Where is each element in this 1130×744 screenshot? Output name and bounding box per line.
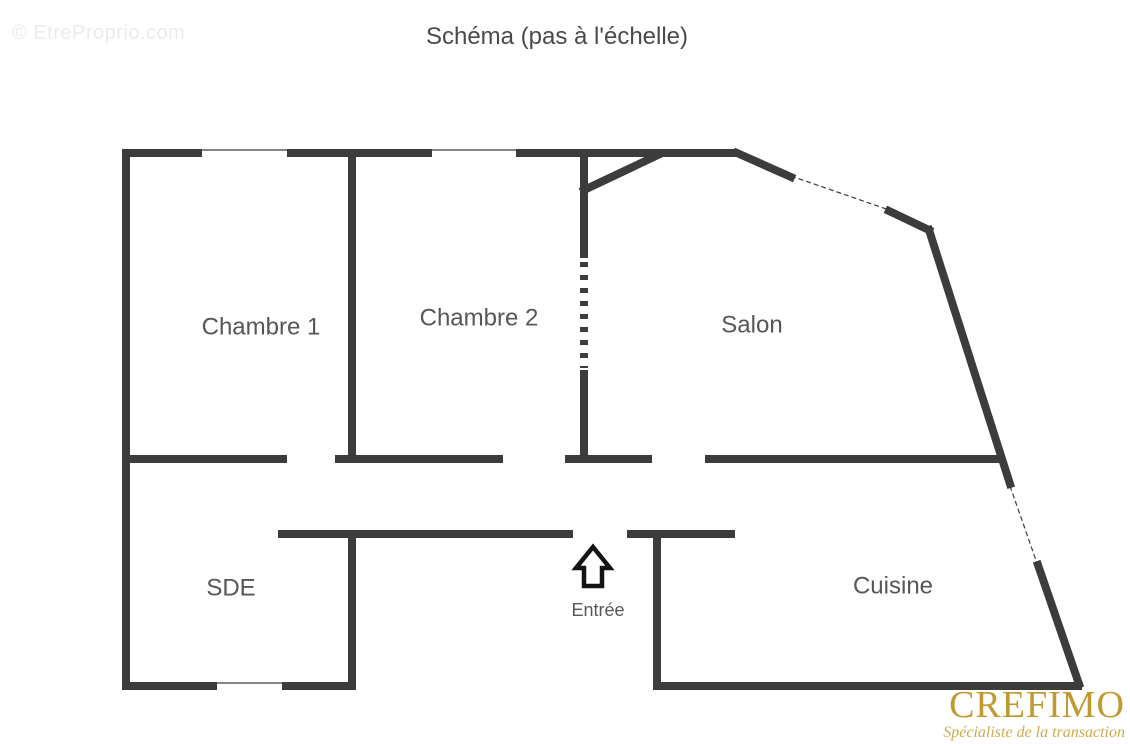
room-label-cuisine: Cuisine: [853, 573, 933, 600]
room-label-salon: Salon: [721, 312, 782, 339]
wall-segment: [923, 224, 1016, 490]
entrance-arrow-icon: [571, 543, 615, 589]
room-label-chambre-2: Chambre 2: [420, 305, 539, 332]
watermark-text: © EtreProprio.com: [12, 22, 186, 44]
room-label-chambre-1: Chambre 1: [202, 314, 321, 341]
window-line: [1009, 485, 1039, 567]
wall-segment: [731, 147, 797, 183]
room-label-sde: SDE: [206, 575, 255, 602]
entrance-label: Entrée: [571, 600, 624, 620]
agency-tagline: Spécialiste de la transaction: [943, 724, 1125, 741]
wall-segment: [1032, 559, 1085, 690]
wall-segment: [883, 205, 935, 236]
wall-segment: [578, 149, 664, 196]
page-title: Schéma (pas à l'échelle): [425, 23, 689, 50]
window-line: [790, 175, 890, 211]
agency-logo-text: CREFIMO: [949, 684, 1125, 726]
agency-branding: CREFIMO Spécialiste de la transaction: [943, 686, 1125, 741]
